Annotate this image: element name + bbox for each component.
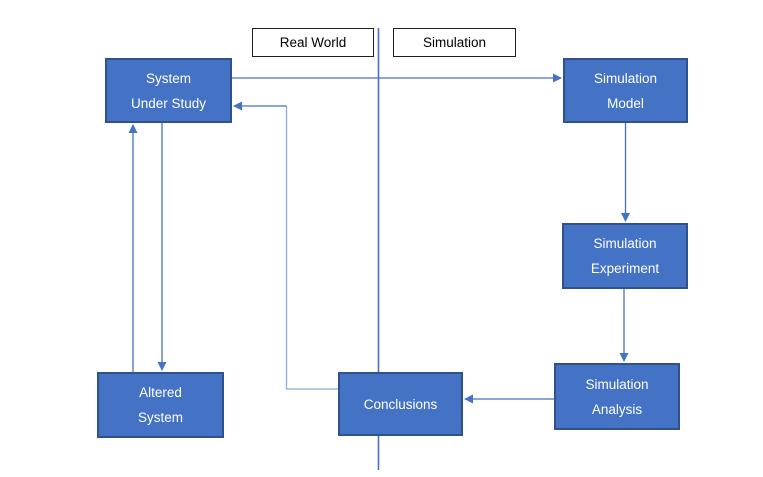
region-label-real-world: Real World xyxy=(252,28,374,57)
node-system-under-study-label: System Under Study xyxy=(130,70,207,111)
node-simulation-experiment: Simulation Experiment xyxy=(562,223,688,289)
node-simulation-experiment-label: Simulation Experiment xyxy=(590,236,660,276)
region-label-simulation-text: Simulation xyxy=(422,35,487,50)
edge-conclusions-to-system-under-study-elbow xyxy=(285,106,338,390)
region-label-real-world-text: Real World xyxy=(279,35,347,50)
node-altered-system: Altered System xyxy=(97,372,224,438)
node-simulation-analysis-label: Simulation Analysis xyxy=(585,376,649,417)
node-system-under-study: System Under Study xyxy=(105,58,232,123)
node-conclusions-label: Conclusions xyxy=(363,396,438,412)
node-altered-system-label: Altered System xyxy=(137,385,183,425)
node-simulation-model: Simulation Model xyxy=(563,58,688,123)
node-simulation-model-label: Simulation Model xyxy=(593,70,658,111)
region-label-simulation: Simulation xyxy=(393,28,516,57)
node-conclusions: Conclusions xyxy=(338,372,463,436)
node-simulation-analysis: Simulation Analysis xyxy=(554,363,680,430)
